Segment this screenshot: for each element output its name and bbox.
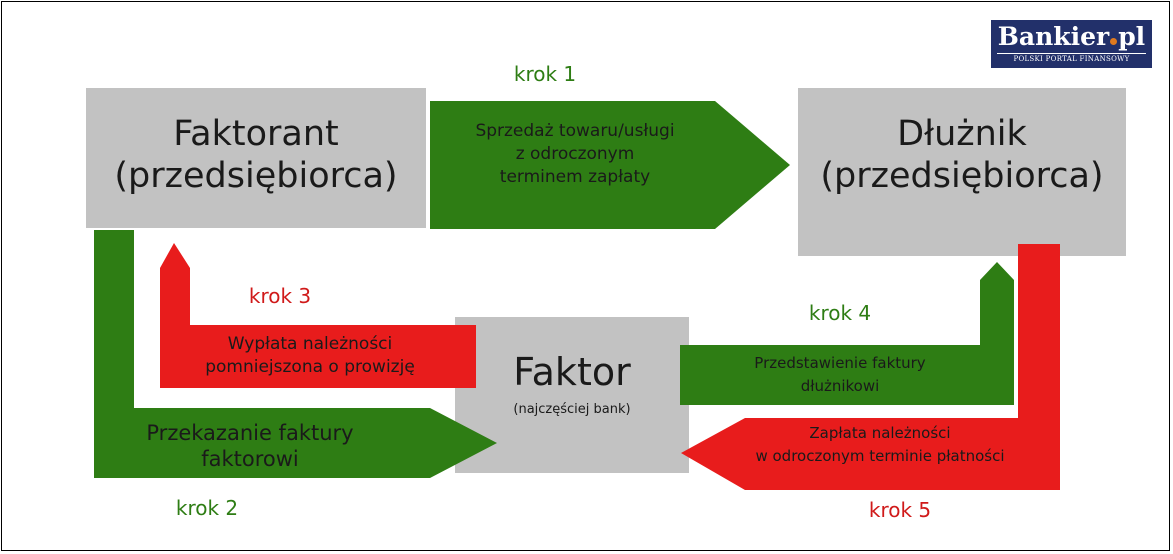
- step3-label: krok 3: [248, 284, 312, 308]
- step1-label: krok 1: [513, 62, 577, 86]
- step2-arrow: [94, 230, 497, 478]
- step1-arrow: [430, 101, 790, 229]
- logo-brand-left: Bankier: [997, 22, 1110, 51]
- faktor-sublabel: (najczęściej bank): [513, 402, 631, 417]
- logo-divider: [997, 53, 1146, 54]
- step4-arrow: [680, 262, 1014, 405]
- logo-brand-right: pl: [1118, 22, 1146, 51]
- step5-arrow: [681, 244, 1060, 490]
- dluznik-box: [798, 88, 1126, 256]
- dluznik-label: Dłużnik (przedsiębiorca): [820, 114, 1104, 196]
- logo-brand: Bankier pl: [991, 22, 1152, 51]
- step2-text: Przekazanie faktury faktorowi: [146, 421, 354, 472]
- step5-text: Zapłata należności w odroczonym terminie…: [755, 424, 1005, 466]
- step3-arrow: [160, 243, 476, 388]
- step4-label: krok 4: [808, 301, 872, 325]
- logo-dot: [1110, 38, 1118, 45]
- step4-text: Przedstawienie faktury dłużnikowi: [754, 354, 926, 396]
- step2-label: krok 2: [175, 496, 239, 520]
- faktor-box: [455, 317, 689, 473]
- logo-tagline: POLSKI PORTAL FINANSOWY: [1013, 55, 1130, 63]
- step5-label: krok 5: [868, 498, 932, 522]
- faktorant-box: [86, 88, 426, 228]
- faktorant-label: Faktorant (przedsiębiorca): [114, 114, 398, 196]
- logo-background: Bankier pl POLSKI PORTAL FINANSOWY: [991, 20, 1152, 68]
- faktor-label: Faktor: [513, 350, 631, 394]
- bankier-logo: Bankier pl POLSKI PORTAL FINANSOWY: [987, 16, 1156, 72]
- step3-text: Wypłata należności pomniejszona o prowiz…: [205, 334, 415, 377]
- step1-text: Sprzedaż towaru/usługi z odroczonym term…: [475, 121, 675, 187]
